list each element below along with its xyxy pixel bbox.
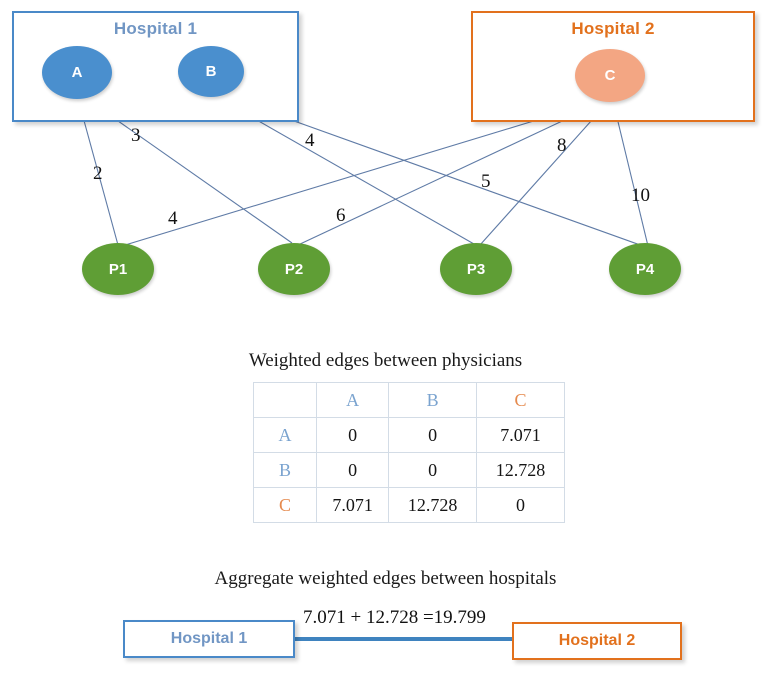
matrix-cell-b-b: 0 [388, 452, 478, 488]
physician-node-b-label: B [205, 63, 217, 80]
matrix-row-header-a: A [253, 417, 317, 453]
matrix-col-header-b: B [388, 382, 478, 418]
patient-node-p2[interactable]: P2 [258, 243, 330, 295]
aggregate-caption: Aggregate weighted edges between hospita… [214, 568, 557, 589]
matrix-row-header-c: C [253, 487, 317, 523]
matrix-cell-c-c: 0 [476, 487, 565, 523]
physician-weight-matrix: A B C A 0 0 7.071 B 0 0 12.728 C 7.071 1… [253, 382, 565, 523]
patient-node-p1-label: P1 [108, 260, 128, 278]
patient-node-p4-label: P4 [635, 260, 655, 278]
matrix-caption: Weighted edges between physicians [248, 350, 523, 371]
hospital-2-title: Hospital 2 [571, 19, 655, 38]
table-header-row: A B C [253, 382, 565, 418]
matrix-col-header-c: C [476, 382, 565, 418]
edge-C-P2 [297, 99, 608, 246]
table-row: B 0 0 12.728 [253, 452, 565, 488]
patient-node-p1[interactable]: P1 [82, 243, 154, 295]
table-row: C 7.071 12.728 0 [253, 487, 565, 523]
patient-node-p3[interactable]: P3 [440, 243, 512, 295]
aggregate-hospital-1-box[interactable]: Hospital 1 [123, 620, 295, 658]
edge-weight-a-p1: 2 [93, 163, 103, 184]
matrix-col-header-a: A [315, 382, 390, 418]
physician-node-c-label: C [604, 67, 616, 84]
edge-weight-c-p4: 10 [631, 185, 650, 206]
aggregate-hospital-1-label: Hospital 1 [170, 630, 248, 647]
matrix-corner-cell [253, 382, 317, 418]
table-row: A 0 0 7.071 [253, 417, 565, 453]
edge-weight-c-p2: 5 [481, 171, 491, 192]
edge-C-P4 [612, 100, 649, 247]
matrix-cell-c-b: 12.728 [388, 487, 478, 523]
matrix-row-header-b: B [253, 452, 317, 488]
aggregate-hospital-2-box[interactable]: Hospital 2 [512, 622, 682, 660]
edge-weight-b-p4: 6 [336, 205, 346, 226]
physician-node-c[interactable]: C [575, 49, 645, 102]
aggregate-connector-label: 7.071 + 12.728 =19.799 [303, 607, 486, 628]
edge-weight-b-p3: 4 [305, 130, 315, 151]
physician-node-a-label: A [71, 64, 83, 81]
edge-weight-c-p1: 4 [168, 208, 178, 229]
aggregate-hospital-2-label: Hospital 2 [558, 632, 636, 649]
hospital-1-title: Hospital 1 [113, 19, 198, 38]
physician-node-a[interactable]: A [42, 46, 112, 99]
edge-weight-c-p3: 8 [557, 135, 567, 156]
patient-node-p2-label: P2 [284, 260, 304, 278]
edge-C-P3 [479, 100, 610, 246]
matrix-cell-a-b: 0 [388, 417, 478, 453]
edge-weight-a-p2: 3 [131, 125, 141, 146]
matrix-cell-c-a: 7.071 [315, 487, 390, 523]
matrix-cell-a-c: 7.071 [476, 417, 565, 453]
aggregate-connector-line [288, 637, 514, 641]
matrix-cell-b-c: 12.728 [476, 452, 565, 488]
edge-C-P1 [121, 98, 607, 247]
physician-node-b[interactable]: B [178, 46, 244, 97]
matrix-cell-b-a: 0 [315, 452, 390, 488]
patient-node-p4[interactable]: P4 [609, 243, 681, 295]
patient-node-p3-label: P3 [466, 260, 486, 278]
matrix-cell-a-a: 0 [315, 417, 390, 453]
